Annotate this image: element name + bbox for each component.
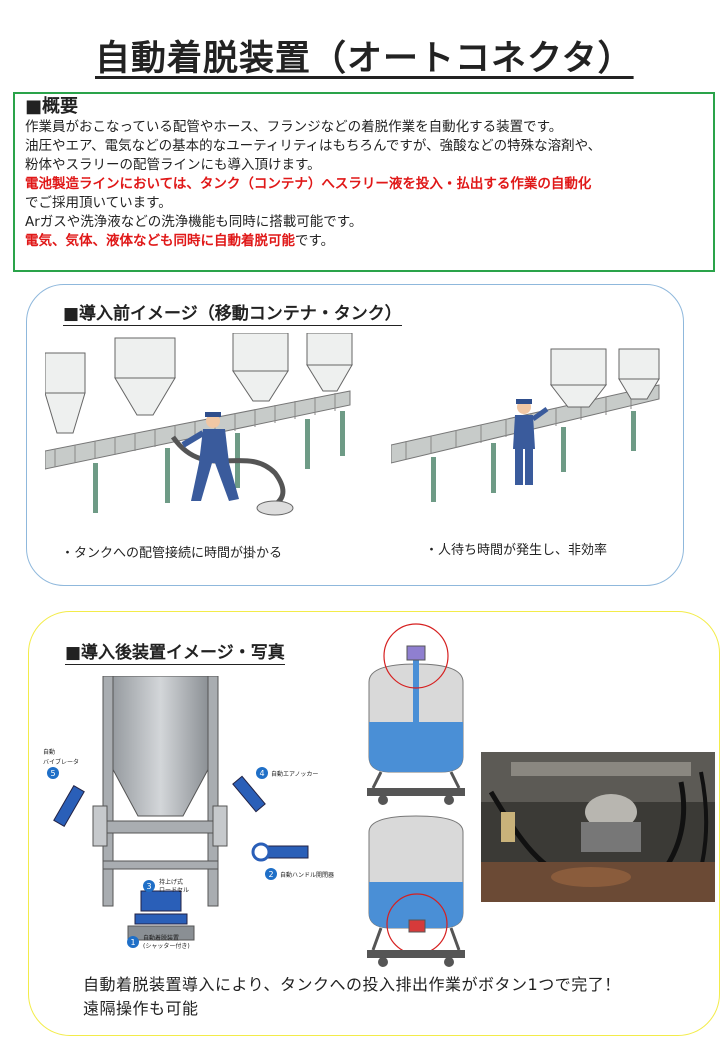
before-caption-left: ・タンクへの配管接続に時間が掛かる — [61, 546, 283, 561]
label-vibrator-1: 自動 — [43, 748, 55, 756]
label-loadcell-2: ロードセル — [159, 887, 189, 894]
label-knocker: 自動エアノッカー — [271, 770, 318, 778]
label-connector-2: (シャッター付き) — [143, 942, 190, 950]
overview-line: 粉体やスラリーの配管ラインにも導入頂けます。 — [25, 157, 321, 173]
before-caption-right: ・人待ち時間が発生し、非効率 — [425, 543, 608, 558]
equipment-diagram: 5 4 2 3 1 自動 バイブレータ 自動エアノッカー 自動ハンドル開閉器 持… — [43, 676, 334, 950]
svg-text:1: 1 — [130, 938, 135, 947]
badge-1: 1 — [127, 936, 139, 948]
after-description-line1: 自動着脱装置導入により、タンクへの投入排出作業がボタン1つで完了！ — [83, 975, 621, 994]
overview-line: 作業員がおこなっている配管やホース、フランジなどの着脱作業を自動化する装置です。 — [25, 119, 563, 135]
label-loadcell-1: 持上げ式 — [159, 878, 183, 886]
badge-3: 3 — [143, 880, 155, 892]
waiting-worker-illustration — [391, 348, 660, 502]
after-heading: ■導入後装置イメージ・写真 — [65, 638, 285, 665]
badge-4: 4 — [256, 767, 268, 779]
overview-line: 油圧やエア、電気などの基本的なユーティリティはもちろんですが、強酸などの特殊な溶… — [25, 138, 602, 154]
overview-highlight: 電気、気体、液体なども同時に自動着脱可能 — [25, 233, 295, 249]
svg-text:5: 5 — [50, 769, 55, 778]
overview-heading: ■概要 — [25, 96, 79, 117]
svg-text:4: 4 — [259, 769, 264, 778]
after-description: 自動着脱装置導入により、タンクへの投入排出作業がボタン1つで完了！ 遠隔操作も可… — [83, 973, 621, 1021]
overview-line: でご採用頂いています。 — [25, 195, 172, 211]
svg-text:3: 3 — [146, 882, 151, 891]
after-description-line2: 遠隔操作も可能 — [83, 999, 199, 1018]
svg-text:2: 2 — [268, 870, 273, 879]
equipment-photo — [481, 752, 715, 902]
overview-line: Arガスや洗浄液などの洗浄機能も同時に搭載可能です。 — [25, 214, 363, 230]
after-section: ■導入後装置イメージ・写真 — [28, 611, 720, 1036]
before-heading: ■導入前イメージ（移動コンテナ・タンク） — [63, 299, 402, 326]
tank-top-illustration — [367, 623, 465, 805]
label-connector-1: 自動着脱装置 — [143, 934, 179, 942]
overview-line: 電気、気体、液体なども同時に自動着脱可能です。 — [25, 232, 703, 251]
label-vibrator-2: バイブレータ — [43, 758, 79, 766]
label-handle: 自動ハンドル開閉器 — [280, 871, 334, 879]
badge-5: 5 — [47, 767, 59, 779]
overview-highlight-line: 電池製造ラインにおいては、タンク（コンテナ）へスラリー液を投入・払出する作業の自… — [25, 176, 592, 192]
overview-tail: です。 — [295, 233, 335, 249]
page-title: 自動着脱装置（オートコネクタ） — [95, 39, 634, 79]
tank-bottom-illustration — [367, 815, 465, 967]
badge-2: 2 — [265, 868, 277, 880]
overview-box: ■概要 作業員がおこなっている配管やホース、フランジなどの着脱作業を自動化する装… — [13, 92, 715, 272]
before-section: ■導入前イメージ（移動コンテナ・タンク） — [26, 284, 684, 586]
conveyor-worker-illustration — [45, 333, 353, 516]
